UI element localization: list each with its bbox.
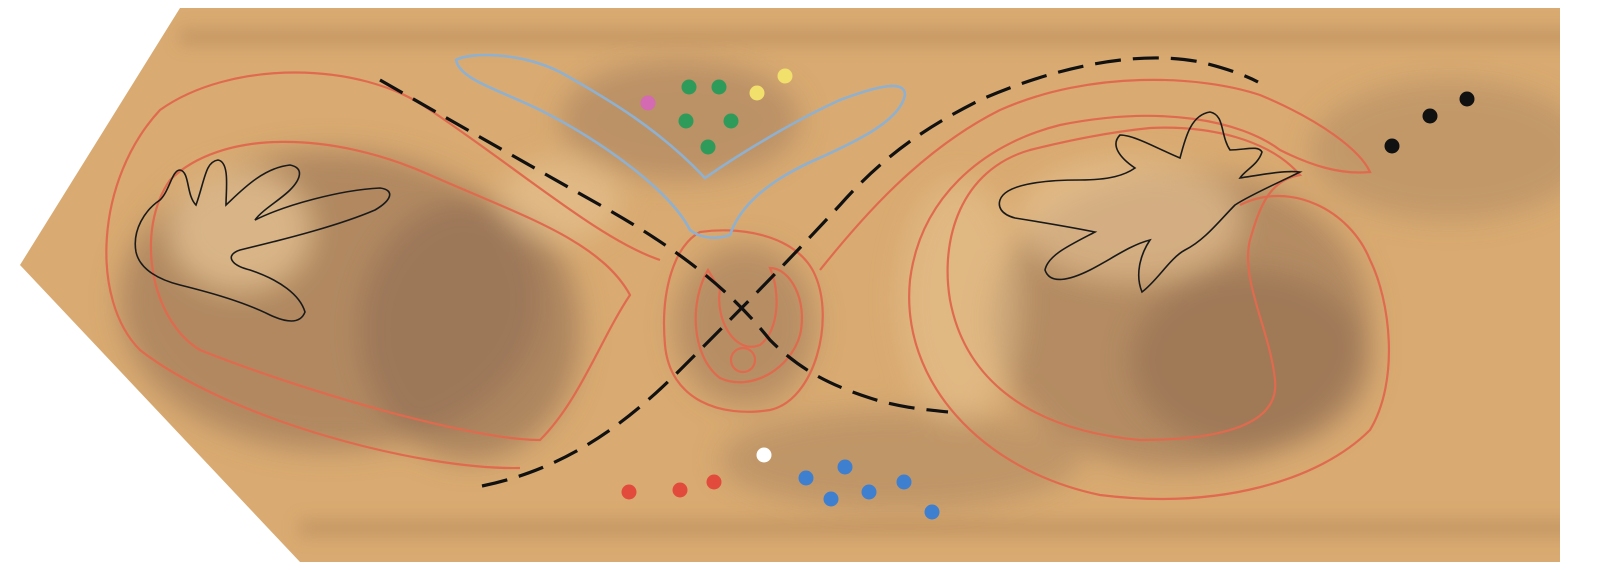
blue-dot xyxy=(799,471,814,486)
green-dot xyxy=(712,80,727,95)
blue-dot xyxy=(862,485,877,500)
yellow-dot xyxy=(778,69,793,84)
blue-dot xyxy=(897,475,912,490)
red-dot xyxy=(707,475,722,490)
pink-dot xyxy=(641,96,656,111)
green-dot xyxy=(701,140,716,155)
blue-dot xyxy=(925,505,940,520)
blue-dot xyxy=(824,492,839,507)
white-dot xyxy=(757,448,772,463)
green-dot xyxy=(724,114,739,129)
black-dot xyxy=(1385,139,1400,154)
green-dot xyxy=(682,80,697,95)
red-dot xyxy=(622,485,637,500)
white-dot xyxy=(757,448,772,463)
black-dot xyxy=(1423,109,1438,124)
green-dot xyxy=(679,114,694,129)
blue-dot xyxy=(838,460,853,475)
pink-dot xyxy=(641,96,656,111)
yellow-dot xyxy=(750,86,765,101)
red-dot xyxy=(673,483,688,498)
black-dot xyxy=(1460,92,1475,107)
